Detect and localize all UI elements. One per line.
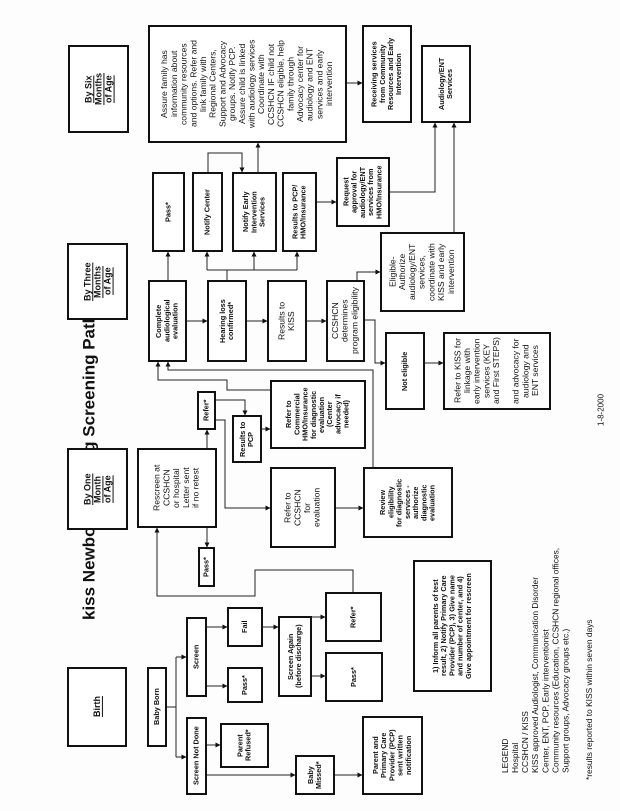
- results-pcp-hmo-box: Results to PCP/ HMO/Insurance: [282, 172, 317, 252]
- notify-center-box: Notify Center: [192, 172, 223, 252]
- screen-again-box: Screen Again (before discharge): [278, 616, 312, 697]
- refer-one-month-box: Refer*: [197, 391, 216, 430]
- pass-birth-box: Pass*: [227, 667, 263, 703]
- fail-box: Fail: [227, 607, 263, 647]
- review-eligibility-box: Review eligibility for diagnostic servic…: [363, 467, 453, 538]
- pass-three-months-box: Pass*: [152, 172, 185, 252]
- arrow-connector: [216, 419, 271, 511]
- inform-parents-box: 1) Inform all parents of test result, 2)…: [413, 560, 492, 692]
- request-approval-box: Request approval for audiology/ENT servi…: [336, 157, 390, 227]
- baby-missed-box: Baby Missed*: [295, 755, 335, 795]
- complete-evaluation-box: Complete audiological evaluation: [148, 280, 187, 362]
- rescreen-box: Rescreen at CCSHCN or hospital Letter se…: [137, 448, 217, 528]
- arrow-connector: [356, 269, 381, 280]
- screen-not-done-box: Screen Not Done: [186, 717, 207, 795]
- not-eligible-box: Not eligible: [385, 332, 425, 410]
- parent-pcp-notification-box: Parent and Primary Care Provider (PCP) s…: [362, 716, 423, 795]
- refer-to-ccshcn-box: Refer to CCSHCN for evaluation: [270, 467, 336, 548]
- receiving-services-box: Receiving services from Community Resour…: [362, 25, 412, 123]
- assure-family-box: Assure family has information about comm…: [148, 25, 347, 143]
- notify-early-intervention-box: Notify Early Intervention Services: [232, 172, 277, 252]
- pass-after-rescreen-box: Pass*: [325, 652, 383, 702]
- stage-birth: Birth: [67, 667, 127, 747]
- stage-one-month: By One Month of Age: [67, 448, 128, 530]
- pass-one-month-box: Pass*: [198, 547, 215, 587]
- parent-refused-box: Parent Refused*: [220, 723, 269, 768]
- baby-born-box: Baby Born: [147, 667, 167, 747]
- stage-six-months: By Six Months of Age: [68, 45, 129, 133]
- results-to-pcp-box: Results to PCP: [232, 415, 262, 463]
- arrow-connector: [154, 527, 354, 597]
- arrow-connector: [216, 399, 248, 416]
- arrow-connector: [365, 319, 386, 366]
- results-to-kiss-box: Results to KISS: [267, 280, 307, 362]
- screen-box: Screen: [186, 617, 207, 697]
- eligible-authorize-box: Eligible- Authorize audiology/ENT servic…: [380, 232, 465, 312]
- legend: LEGEND Hospital CCSHCN / KISS KISS appro…: [500, 547, 571, 773]
- footnote: *results reported to KISS within seven d…: [584, 619, 594, 780]
- audiology-ent-box: Audiology/ENT Services: [421, 45, 471, 123]
- stage-three-months: By Three Months of Age: [67, 243, 128, 320]
- ccshcn-determines-box: CCSHCN determines program eligibility: [326, 280, 365, 362]
- commercial-hmo-box: Refer to Commercial HMO/Insurance for di…: [270, 380, 366, 449]
- refer-to-kiss-box: Refer to KISS for linkage with early int…: [443, 332, 551, 410]
- arrow-connector: [155, 361, 270, 391]
- document-date: 1-8-2000: [596, 393, 606, 427]
- arrow-connector: [165, 361, 374, 467]
- hearing-loss-box: Hearing loss confirmed*: [207, 280, 247, 362]
- arrow-connector: [207, 152, 245, 173]
- refer-birth-box: Refer*: [325, 592, 382, 642]
- arrow-connector: [390, 122, 438, 193]
